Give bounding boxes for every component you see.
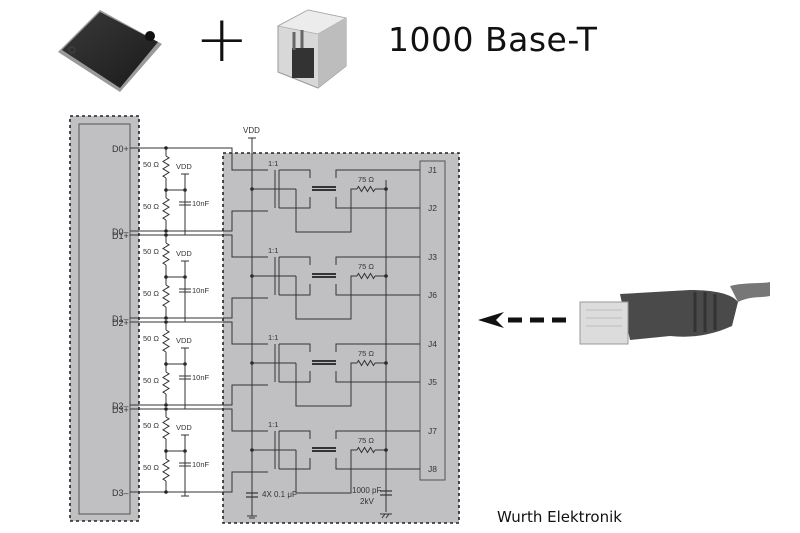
bob-smith-resistor-label: 75 Ω bbox=[358, 175, 374, 184]
term-vdd-label: VDD bbox=[176, 162, 192, 171]
term-resistor-label: 50 Ω bbox=[143, 247, 159, 256]
dashed-arrow-left-icon bbox=[478, 312, 566, 328]
term-resistor-label: 50 Ω bbox=[143, 334, 159, 343]
qfp-chip-icon bbox=[58, 10, 162, 92]
term-cap-label: 10nF bbox=[192, 373, 210, 382]
diagram-title: 1000 Base-T bbox=[388, 20, 598, 59]
plus-symbol: + bbox=[195, 3, 249, 77]
pin-label-d3-minus: D3– bbox=[112, 488, 129, 498]
rj45-connector-block bbox=[419, 160, 446, 481]
bob-smith-resistor-label: 75 Ω bbox=[358, 262, 374, 271]
transformer-ratio-label: 1:1 bbox=[268, 159, 278, 168]
term-vdd-label: VDD bbox=[176, 249, 192, 258]
pin-label-d0-minus: D0– bbox=[112, 227, 129, 237]
jack-pin-label: J8 bbox=[428, 464, 437, 474]
term-vdd-label: VDD bbox=[176, 336, 192, 345]
transformer-ratio-label: 1:1 bbox=[268, 246, 278, 255]
term-cap-label: 10nF bbox=[192, 199, 210, 208]
term-resistor-label: 50 Ω bbox=[143, 463, 159, 472]
magjack-vdd-label: VDD bbox=[243, 126, 260, 135]
pin-label-d1-minus: D1– bbox=[112, 314, 129, 324]
rj45-magjack-icon bbox=[276, 9, 348, 89]
jack-pin-label: J2 bbox=[428, 203, 437, 213]
jack-pin-label: J1 bbox=[428, 165, 437, 175]
bob-smith-resistor-label: 75 Ω bbox=[358, 349, 374, 358]
jack-pin-label: J3 bbox=[428, 252, 437, 262]
transformer-ratio-label: 1:1 bbox=[268, 420, 278, 429]
term-cap-label: 10nF bbox=[192, 460, 210, 469]
jack-pin-label: J5 bbox=[428, 377, 437, 387]
hv-cap-label: 1000 pF bbox=[352, 486, 381, 495]
center-tap-cap-label: 4X 0.1 μF bbox=[262, 490, 297, 499]
term-vdd-label: VDD bbox=[176, 423, 192, 432]
term-resistor-label: 50 Ω bbox=[143, 202, 159, 211]
jack-pin-label: J7 bbox=[428, 426, 437, 436]
jack-pin-label: J6 bbox=[428, 290, 437, 300]
term-resistor-label: 50 Ω bbox=[143, 160, 159, 169]
pin-label-d2-plus: D2+ bbox=[112, 318, 129, 328]
term-resistor-label: 50 Ω bbox=[143, 376, 159, 385]
pin-label-d2-minus: D2– bbox=[112, 401, 129, 411]
credit-text: Wurth Elektronik bbox=[497, 508, 622, 526]
bob-smith-resistor-label: 75 Ω bbox=[358, 436, 374, 445]
phy-chip-body bbox=[78, 123, 131, 515]
chassis-ground-icon bbox=[380, 513, 392, 519]
jack-pin-label: J4 bbox=[428, 339, 437, 349]
transformer-ratio-label: 1:1 bbox=[268, 333, 278, 342]
term-resistor-label: 50 Ω bbox=[143, 421, 159, 430]
pin-label-d3-plus: D3+ bbox=[112, 405, 129, 415]
term-cap-label: 10nF bbox=[192, 286, 210, 295]
pin-label-d1-plus: D1+ bbox=[112, 231, 129, 241]
rj45-cable-plug-icon bbox=[478, 282, 770, 345]
term-resistor-label: 50 Ω bbox=[143, 289, 159, 298]
hv-cap-rating: 2kV bbox=[360, 497, 374, 506]
pin-label-d0-plus: D0+ bbox=[112, 144, 129, 154]
